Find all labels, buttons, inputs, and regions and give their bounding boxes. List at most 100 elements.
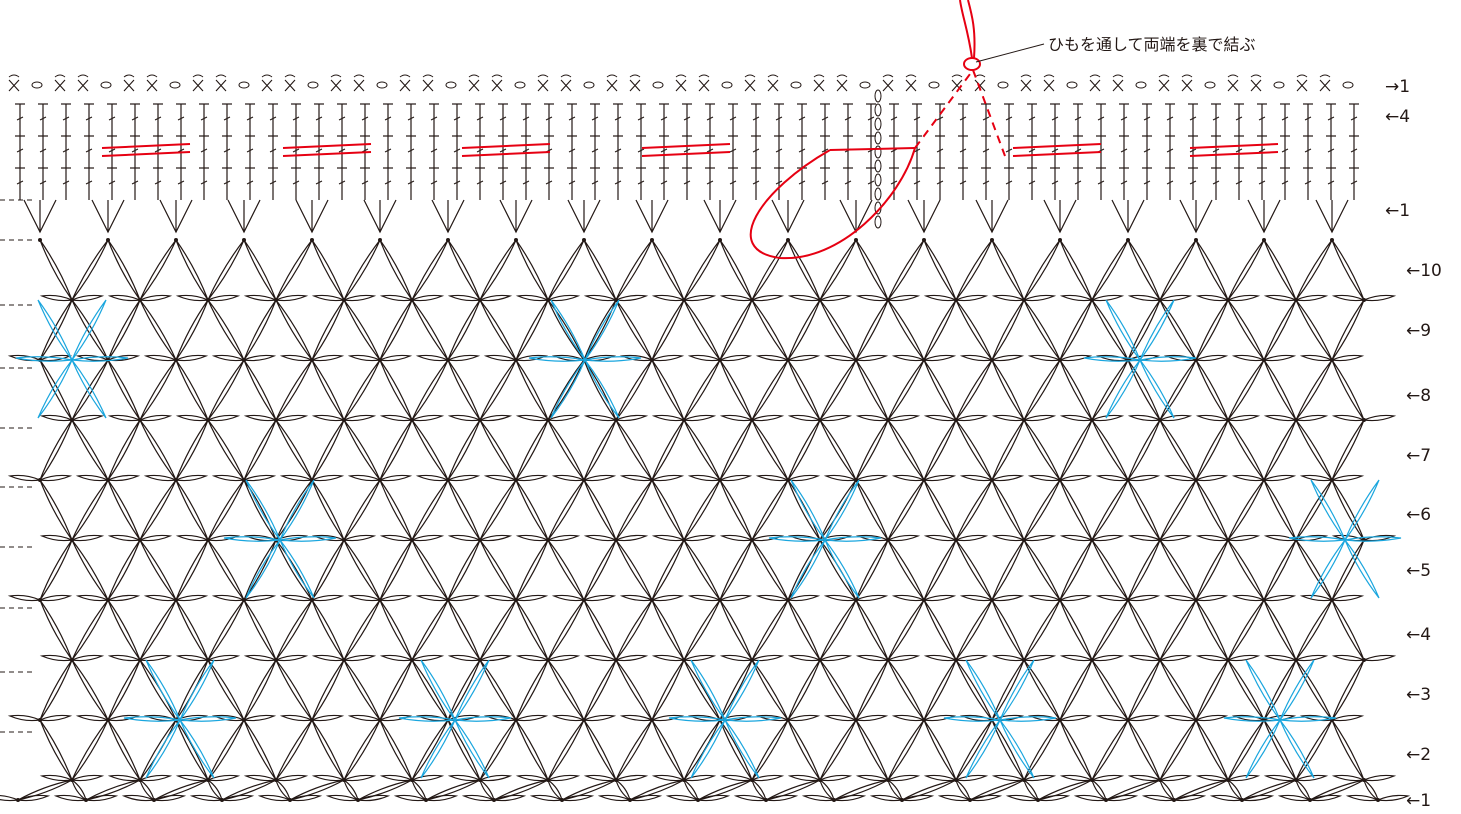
stitch-dot bbox=[1126, 478, 1130, 482]
star-petal bbox=[1331, 359, 1365, 421]
star-petal bbox=[243, 659, 277, 721]
single-crochet-x bbox=[261, 79, 273, 92]
stitch-dot bbox=[242, 238, 246, 242]
star-petal bbox=[1163, 714, 1197, 722]
stitch-dot bbox=[990, 598, 994, 602]
stitch-tick bbox=[545, 180, 553, 185]
star-petal bbox=[583, 534, 617, 542]
star-petal bbox=[651, 599, 685, 661]
star-petal bbox=[891, 354, 925, 362]
star-petal bbox=[547, 294, 581, 302]
star-petal bbox=[447, 359, 481, 421]
star-petal bbox=[175, 354, 209, 362]
star-petal bbox=[615, 774, 649, 782]
chain-picot bbox=[514, 81, 526, 89]
star-petal bbox=[615, 294, 649, 302]
body-row-label-3: ←3 bbox=[1406, 685, 1431, 705]
star-petal bbox=[787, 599, 821, 661]
star-petal bbox=[1195, 654, 1229, 662]
stitch-arc bbox=[1227, 74, 1239, 78]
star-petal bbox=[1195, 414, 1229, 422]
stitch-tick bbox=[315, 180, 323, 185]
star-petal bbox=[955, 239, 993, 301]
star-petal bbox=[665, 794, 699, 802]
stitch-dot bbox=[1158, 298, 1162, 302]
stitch-arc bbox=[951, 74, 963, 78]
stitch-tick bbox=[453, 180, 461, 185]
star-petal bbox=[1331, 239, 1365, 301]
star-petal bbox=[175, 719, 209, 781]
star-petal bbox=[923, 599, 957, 661]
stitch-dot bbox=[786, 358, 790, 362]
stitch-tick bbox=[890, 116, 898, 121]
star-petal bbox=[1231, 474, 1265, 482]
star-petal bbox=[1127, 719, 1161, 781]
stitch-dot bbox=[1022, 418, 1026, 422]
star-petal bbox=[955, 414, 989, 422]
stitch-tick bbox=[890, 148, 898, 153]
star-petal bbox=[121, 794, 155, 802]
star-petal bbox=[279, 714, 313, 722]
stitch-dot bbox=[1090, 658, 1094, 662]
stitch-tick bbox=[223, 180, 231, 185]
star-petal bbox=[887, 654, 921, 662]
stitch-dot bbox=[138, 658, 142, 662]
stitch-tick bbox=[1120, 116, 1128, 121]
star-petal bbox=[143, 474, 177, 482]
star-petal bbox=[1227, 719, 1265, 781]
star-petal bbox=[687, 474, 721, 482]
stitch-tick bbox=[637, 180, 645, 185]
star-petal bbox=[493, 794, 527, 802]
star-petal bbox=[1299, 474, 1333, 482]
single-crochet-x bbox=[1112, 79, 1124, 92]
stitch-dot bbox=[682, 778, 686, 782]
star-petal bbox=[257, 794, 291, 802]
stitch-tick bbox=[39, 148, 47, 153]
star-petal bbox=[1331, 594, 1365, 602]
stitch-dot bbox=[378, 718, 382, 722]
stitch-tick bbox=[1074, 148, 1082, 153]
blue-accent-petal bbox=[1344, 479, 1380, 541]
stitch-dot bbox=[1194, 358, 1198, 362]
blue-accent-petal bbox=[454, 716, 512, 722]
stitch-dot bbox=[410, 658, 414, 662]
star-petal bbox=[1227, 654, 1261, 662]
star-petal bbox=[39, 359, 73, 421]
cord-loop bbox=[749, 147, 916, 260]
star-petal bbox=[311, 419, 345, 481]
row-marker-dashes bbox=[0, 199, 36, 733]
star-petal bbox=[515, 654, 549, 662]
stitch-arc bbox=[882, 74, 894, 78]
stitch-tick bbox=[85, 116, 93, 121]
star-petal bbox=[855, 479, 889, 541]
star-petal bbox=[311, 479, 345, 541]
star-petal bbox=[479, 359, 517, 421]
stitch-dot bbox=[1194, 718, 1198, 722]
stitch-dot bbox=[1058, 478, 1062, 482]
star-petal bbox=[1195, 239, 1229, 301]
stitch-arc bbox=[1181, 74, 1193, 78]
star-petal bbox=[343, 534, 377, 542]
star-petal bbox=[683, 654, 717, 662]
star-petal bbox=[923, 239, 957, 301]
chain-picot bbox=[790, 81, 802, 89]
stitch-tick bbox=[1212, 148, 1220, 153]
star-petal bbox=[411, 599, 449, 661]
star-petal bbox=[1195, 719, 1229, 781]
edging-row-label-1: →1 bbox=[1385, 77, 1410, 97]
star-petal bbox=[1277, 794, 1311, 802]
stitch-dot bbox=[492, 798, 496, 802]
stitch-tick bbox=[1258, 116, 1266, 121]
stitch-dot bbox=[1330, 358, 1334, 362]
stitch-dot bbox=[1262, 358, 1266, 362]
chain-stitch bbox=[874, 131, 882, 145]
stitch-tick bbox=[936, 116, 944, 121]
star-petal bbox=[175, 359, 209, 421]
star-petal bbox=[751, 774, 785, 782]
stitch-dot bbox=[1158, 658, 1162, 662]
star-petal bbox=[175, 479, 209, 541]
star-petal bbox=[651, 774, 685, 782]
stitch-arc bbox=[192, 74, 204, 78]
star-petal bbox=[855, 419, 889, 481]
star-petal bbox=[923, 299, 957, 361]
